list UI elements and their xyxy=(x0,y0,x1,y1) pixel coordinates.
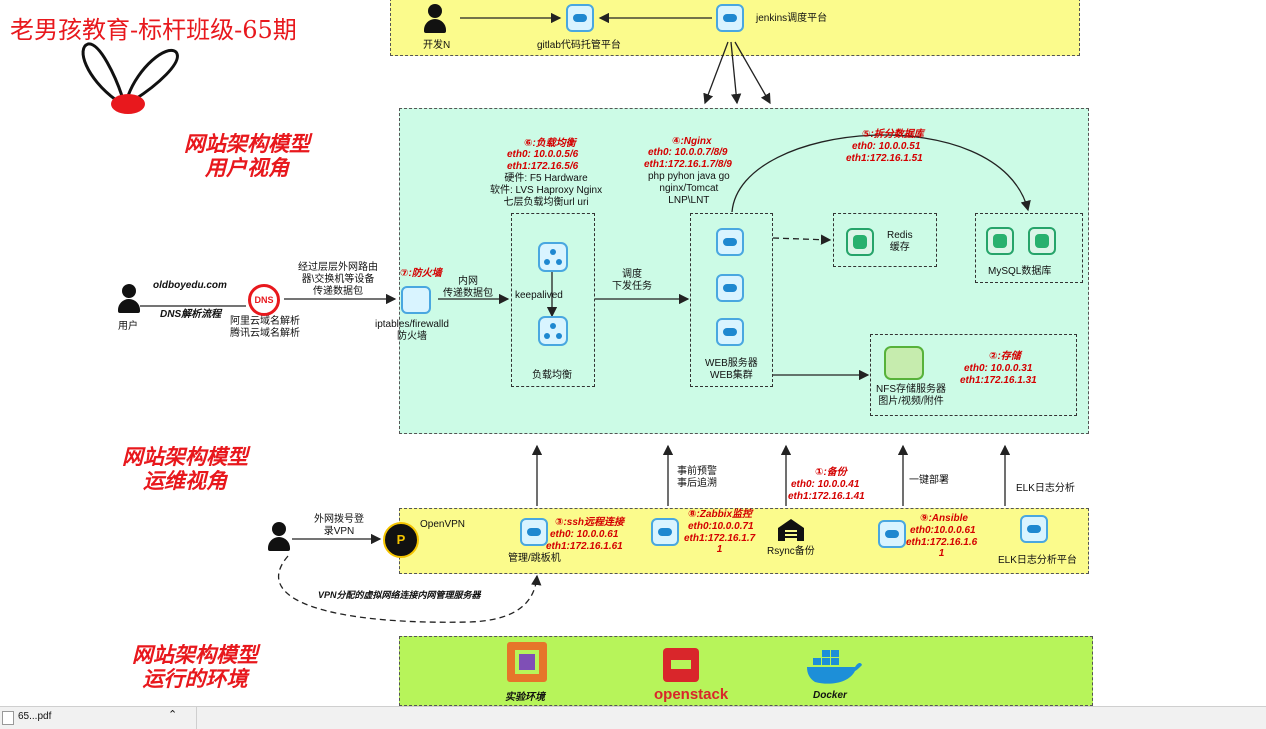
web-caption: WEB服务器 WEB集群 xyxy=(705,358,758,381)
mysql-caption: MySQL数据库 xyxy=(988,266,1052,277)
vpn-virtual-note: VPN分配的虚拟网络连接内网管理服务器 xyxy=(318,590,481,600)
elk-icon xyxy=(1020,515,1048,543)
openvpn-label: OpenVPN xyxy=(420,519,466,530)
lb-tag: ⑥:负载均衡 xyxy=(524,138,576,149)
keepalived-label: keepalived xyxy=(515,290,563,301)
lb-node-icon-2 xyxy=(538,316,568,346)
web-server-icon-2 xyxy=(716,274,744,302)
route-note: 经过层层外网路由 器\交换机等设备 传递数据包 xyxy=(298,262,378,297)
lb-box xyxy=(511,213,595,387)
nfs-eth0: eth0: 10.0.0.31 xyxy=(964,363,1033,374)
lab-label: 实验环境 xyxy=(505,692,545,703)
elk-caption: ELK日志分析平台 xyxy=(998,555,1077,566)
lb-eth0: eth0: 10.0.0.5/6 xyxy=(507,149,579,160)
db-eth1: eth1:172.16.1.51 xyxy=(846,153,923,164)
lb-desc: 硬件: F5 Hardware 软件: LVS Haproxy Nginx 七层… xyxy=(490,173,603,208)
openstack-label: openstack xyxy=(654,686,729,703)
developer-icon xyxy=(424,4,446,38)
zabbix-tag: ⑧:Zabbix监控 xyxy=(688,509,753,520)
mysql-icon-1 xyxy=(986,227,1014,255)
chevron-up-icon[interactable]: ⌃ xyxy=(168,709,178,721)
web-server-icon-3 xyxy=(716,318,744,346)
web-server-icon-1 xyxy=(716,228,744,256)
brand-title: 老男孩教育-标杆班级-65期 xyxy=(10,16,297,44)
title-ops-view: 网站架构模型 运维视角 xyxy=(122,446,248,493)
dns-flow-label: DNS解析流程 xyxy=(160,309,222,320)
dispatch-note: 调度 下发任务 xyxy=(612,269,652,292)
jump-eth1: eth1:172.16.1.61 xyxy=(546,541,623,552)
db-eth0: eth0: 10.0.0.51 xyxy=(852,141,921,152)
bunny-ears-doodle xyxy=(81,42,179,114)
nfs-icon xyxy=(884,346,924,380)
lb-eth1: eth1:172.16.5/6 xyxy=(507,161,579,172)
firewall-icon xyxy=(401,286,431,314)
vmware-icon xyxy=(507,642,547,682)
admin-user-icon xyxy=(268,522,290,556)
deploy-note: 一键部署 xyxy=(909,475,949,486)
lb-caption: 负载均衡 xyxy=(532,370,572,381)
dns-providers: 阿里云域名解析 腾讯云域名解析 xyxy=(230,316,300,339)
monitor-note: 事前预警 事后追溯 xyxy=(677,466,717,489)
docker-label: Docker xyxy=(813,690,847,701)
dns-icon: DNS xyxy=(248,284,280,316)
nfs-box xyxy=(870,334,1077,416)
ansible-eth0: eth0:10.0.0.61 xyxy=(910,525,976,536)
firewall-inner-note: 内网 传递数据包 xyxy=(443,276,493,299)
user-label: 用户 xyxy=(118,321,138,332)
web-desc: php pyhon java go nginx/Tomcat LNP\LNT xyxy=(648,171,730,206)
redis-box xyxy=(833,213,937,267)
firewall-caption: iptables/firewalld 防火墙 xyxy=(375,319,449,342)
mysql-icon-2 xyxy=(1028,227,1056,255)
nfs-tag: ②:存储 xyxy=(989,351,1021,362)
pdf-tab-bar: 65...pdf ⌃ xyxy=(0,706,1266,729)
jenkins-label: jenkins调度平台 xyxy=(756,13,828,24)
ansible-tag: ⑨:Ansible xyxy=(920,513,968,524)
web-box xyxy=(690,213,773,387)
jump-caption: 管理/跳板机 xyxy=(508,553,561,564)
mysql-box xyxy=(975,213,1083,283)
backup-eth0: eth0: 10.0.0.41 xyxy=(791,479,860,490)
openvpn-icon: P xyxy=(383,522,419,558)
user-view-zone xyxy=(399,108,1089,434)
db-tag: ⑤:拆分数据库 xyxy=(862,129,924,140)
zabbix-icon xyxy=(651,518,679,546)
lb-node-icon-1 xyxy=(538,242,568,272)
dev-label: 开发N xyxy=(423,40,451,51)
ansible-eth1: eth1:172.16.1.6 1 xyxy=(906,537,978,559)
title-env-view: 网站架构模型 运行的环境 xyxy=(132,644,258,691)
gitlab-icon xyxy=(566,4,594,32)
jump-eth0: eth0: 10.0.0.61 xyxy=(550,529,619,540)
backup-tag: ①:备份 xyxy=(815,467,847,478)
zabbix-eth0: eth0:10.0.0.71 xyxy=(688,521,754,532)
jump-host-icon xyxy=(520,518,548,546)
nfs-caption: NFS存储服务器 图片/视频/附件 xyxy=(876,384,946,407)
web-tag: ④:Nginx xyxy=(672,136,712,147)
web-eth0: eth0: 10.0.0.7/8/9 xyxy=(648,147,728,158)
vpn-note: 外网拨号登 录VPN xyxy=(314,514,364,537)
elk-note: ELK日志分析 xyxy=(1016,483,1075,494)
web-eth1: eth1:172.16.1.7/8/9 xyxy=(644,159,732,170)
ansible-icon xyxy=(878,520,906,548)
gitlab-label: gitlab代码托管平台 xyxy=(537,40,621,51)
firewall-tag: ⑦:防火墙 xyxy=(400,268,442,279)
redis-caption: Redis 缓存 xyxy=(887,230,913,253)
tab-divider xyxy=(196,707,197,729)
rsync-caption: Rsync备份 xyxy=(767,546,815,557)
pdf-file-tab[interactable]: 65...pdf xyxy=(18,711,52,722)
warehouse-icon xyxy=(778,519,804,541)
title-user-view: 网站架构模型 用户视角 xyxy=(184,133,310,180)
jenkins-icon xyxy=(716,4,744,32)
redis-icon xyxy=(846,228,874,256)
pdf-file-icon xyxy=(2,711,14,725)
domain-label: oldboyedu.com xyxy=(153,280,227,291)
user-icon xyxy=(118,284,140,318)
zabbix-eth1: eth1:172.16.1.7 1 xyxy=(684,533,756,555)
openstack-icon xyxy=(663,648,699,682)
jump-tag: ③:ssh远程连接 xyxy=(555,517,625,528)
backup-eth1: eth1:172.16.1.41 xyxy=(788,491,865,502)
nfs-eth1: eth1:172.16.1.31 xyxy=(960,375,1037,386)
docker-icon xyxy=(807,650,862,684)
